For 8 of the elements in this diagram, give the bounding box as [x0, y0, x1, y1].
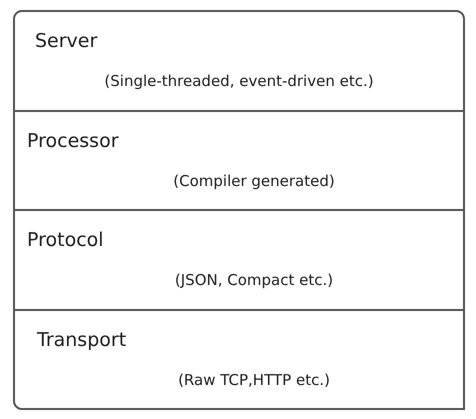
- layer-description: (Single-threaded, event-driven etc.): [103, 72, 375, 90]
- layer-title: Transport: [37, 328, 126, 350]
- layer-description: (JSON, Compact etc.): [174, 271, 334, 289]
- layer-title: Processor: [27, 130, 119, 152]
- layer-description: (Compiler generated): [172, 172, 336, 190]
- layer-description: (Raw TCP,HTTP etc.): [177, 370, 331, 388]
- layer-title: Server: [35, 30, 98, 52]
- layer-title: Protocol: [27, 229, 104, 251]
